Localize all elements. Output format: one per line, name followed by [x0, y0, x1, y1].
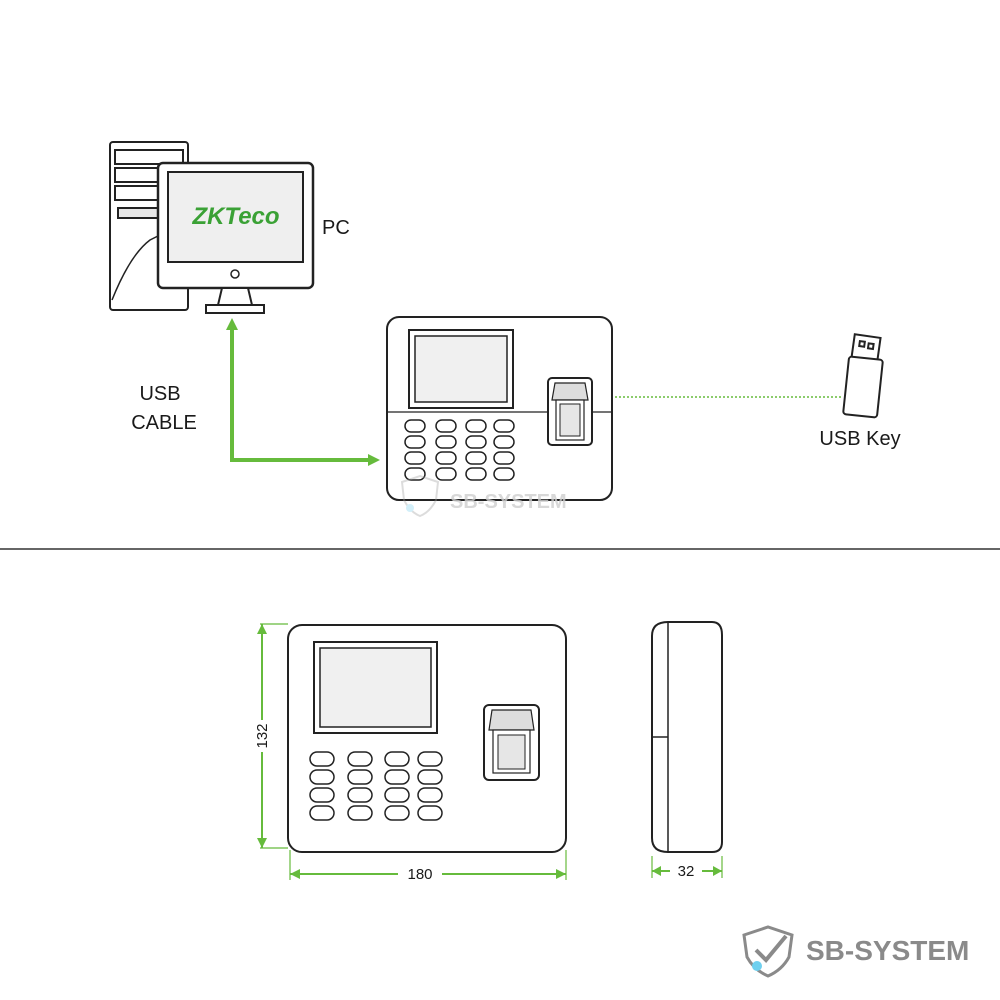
watermark-shield-icon: [400, 474, 440, 518]
cable-arrow-up-icon: [226, 318, 238, 330]
brand-name: SB-SYSTEM: [806, 935, 969, 966]
height-dimension-label: 132: [254, 723, 271, 748]
watermark-text: SB-SYSTEM: [450, 491, 567, 513]
pc-label: PC: [322, 217, 350, 239]
sb-system-shield-icon: [742, 925, 794, 978]
width-dimension-label: 180: [407, 866, 432, 883]
height-dimension-line: [257, 623, 288, 849]
usb-cable-label-line1: USB: [139, 383, 180, 405]
pc-monitor-icon: [156, 161, 315, 314]
cable-arrow-right-icon: [368, 454, 380, 466]
zkteco-logo: ZKTeco: [191, 203, 279, 230]
depth-dimension-line: [651, 856, 723, 878]
depth-dimension-label: 32: [678, 863, 695, 880]
usb-key-label: USB Key: [819, 428, 900, 450]
width-dimension-line: [289, 850, 567, 880]
attendance-terminal-front-top: [386, 316, 613, 501]
attendance-terminal-front-view: [287, 624, 567, 853]
usb-key-icon: [842, 333, 884, 419]
attendance-terminal-side-view: [651, 621, 723, 853]
usb-cable-label-line2: CABLE: [131, 412, 197, 434]
usb-cable-line: [230, 330, 368, 462]
